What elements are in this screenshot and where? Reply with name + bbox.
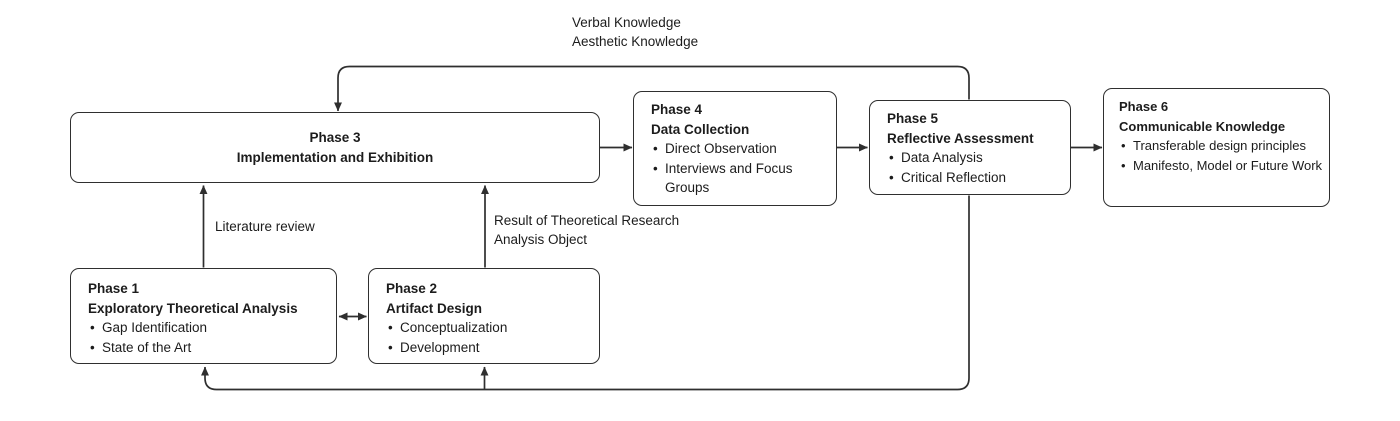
phase4-node: Phase 4 Data Collection Direct Observati… [633, 91, 837, 206]
bullet-dot [651, 139, 665, 159]
bullet-text: Interviews and Focus Groups [665, 160, 793, 196]
arrow-top-feedback-phase5-to-phase3 [334, 65, 970, 112]
bullet-dot [386, 318, 400, 338]
bullet-dot [651, 159, 665, 179]
phase5-title: Phase 5 [887, 111, 939, 126]
list-item: Data Analysis [887, 148, 1064, 168]
bullet-text: Critical Reflection [901, 169, 1007, 185]
list-item: Transferable design principles [1119, 136, 1325, 156]
list-item: Critical Reflection [887, 168, 1064, 188]
aesthetic-knowledge-label: Aesthetic Knowledge [572, 34, 699, 49]
list-item: Manifesto, Model or Future Work [1119, 156, 1325, 176]
phase6-title: Phase 6 [1119, 99, 1169, 114]
phase4-subtitle: Data Collection [651, 121, 750, 137]
phase1-node: Phase 1 Exploratory Theoretical Analysis… [70, 268, 337, 364]
list-item: Development [386, 338, 593, 358]
literature-review-label: Literature review [215, 219, 315, 234]
phase6-node: Phase 6 Communicable Knowledge Transfera… [1103, 88, 1330, 207]
phase2-subtitle: Artifact Design [386, 300, 483, 316]
bullet-dot [88, 318, 102, 338]
top-feedback-label: Verbal Knowledge Aesthetic Knowledge [572, 13, 698, 51]
list-item: Interviews and Focus Groups [651, 159, 830, 198]
phase6-subtitle: Communicable Knowledge [1119, 118, 1286, 134]
list-item: Gap Identification [88, 318, 330, 338]
list-item: Direct Observation [651, 139, 830, 159]
list-item: Conceptualization [386, 318, 593, 338]
bullet-dot [386, 338, 400, 358]
bullet-text: Manifesto, Model or Future Work [1133, 157, 1323, 173]
phase3-title: Phase 3 [309, 130, 361, 145]
bullet-text: Gap Identification [102, 320, 208, 335]
bullet-dot [1119, 156, 1133, 176]
phase3-node: Phase 3 Implementation and Exhibition [70, 112, 600, 183]
bullet-text: State of the Art [102, 339, 192, 355]
phase1-title: Phase 1 [88, 281, 140, 296]
verbal-knowledge-label: Verbal Knowledge [572, 15, 681, 30]
list-item: State of the Art [88, 338, 330, 358]
bullet-text: Conceptualization [400, 320, 508, 335]
bullet-dot [887, 168, 901, 188]
phase5-node: Phase 5 Reflective Assessment Data Analy… [869, 100, 1071, 195]
bullet-dot [887, 148, 901, 168]
phase5-subtitle: Reflective Assessment [887, 130, 1034, 146]
bullet-dot [1119, 136, 1133, 156]
phase2-title: Phase 2 [386, 281, 438, 296]
result-line1: Result of Theoretical Research [494, 213, 680, 228]
result-line2: Analysis Object [494, 232, 588, 247]
bullet-text: Development [400, 339, 480, 355]
bullet-text: Transferable design principles [1133, 138, 1306, 153]
phase3-subtitle: Implementation and Exhibition [236, 149, 434, 165]
theoretical-research-label: Result of Theoretical Research Analysis … [494, 211, 679, 249]
bullet-text: Data Analysis [901, 150, 983, 165]
bullet-text: Direct Observation [665, 141, 777, 156]
phase4-title: Phase 4 [651, 102, 703, 117]
arrow-bottom-feedback-phase5-to-phase1 [201, 195, 970, 391]
phase2-node: Phase 2 Artifact Design Conceptualizatio… [368, 268, 600, 364]
bullet-dot [88, 338, 102, 358]
phase1-subtitle: Exploratory Theoretical Analysis [88, 300, 298, 316]
